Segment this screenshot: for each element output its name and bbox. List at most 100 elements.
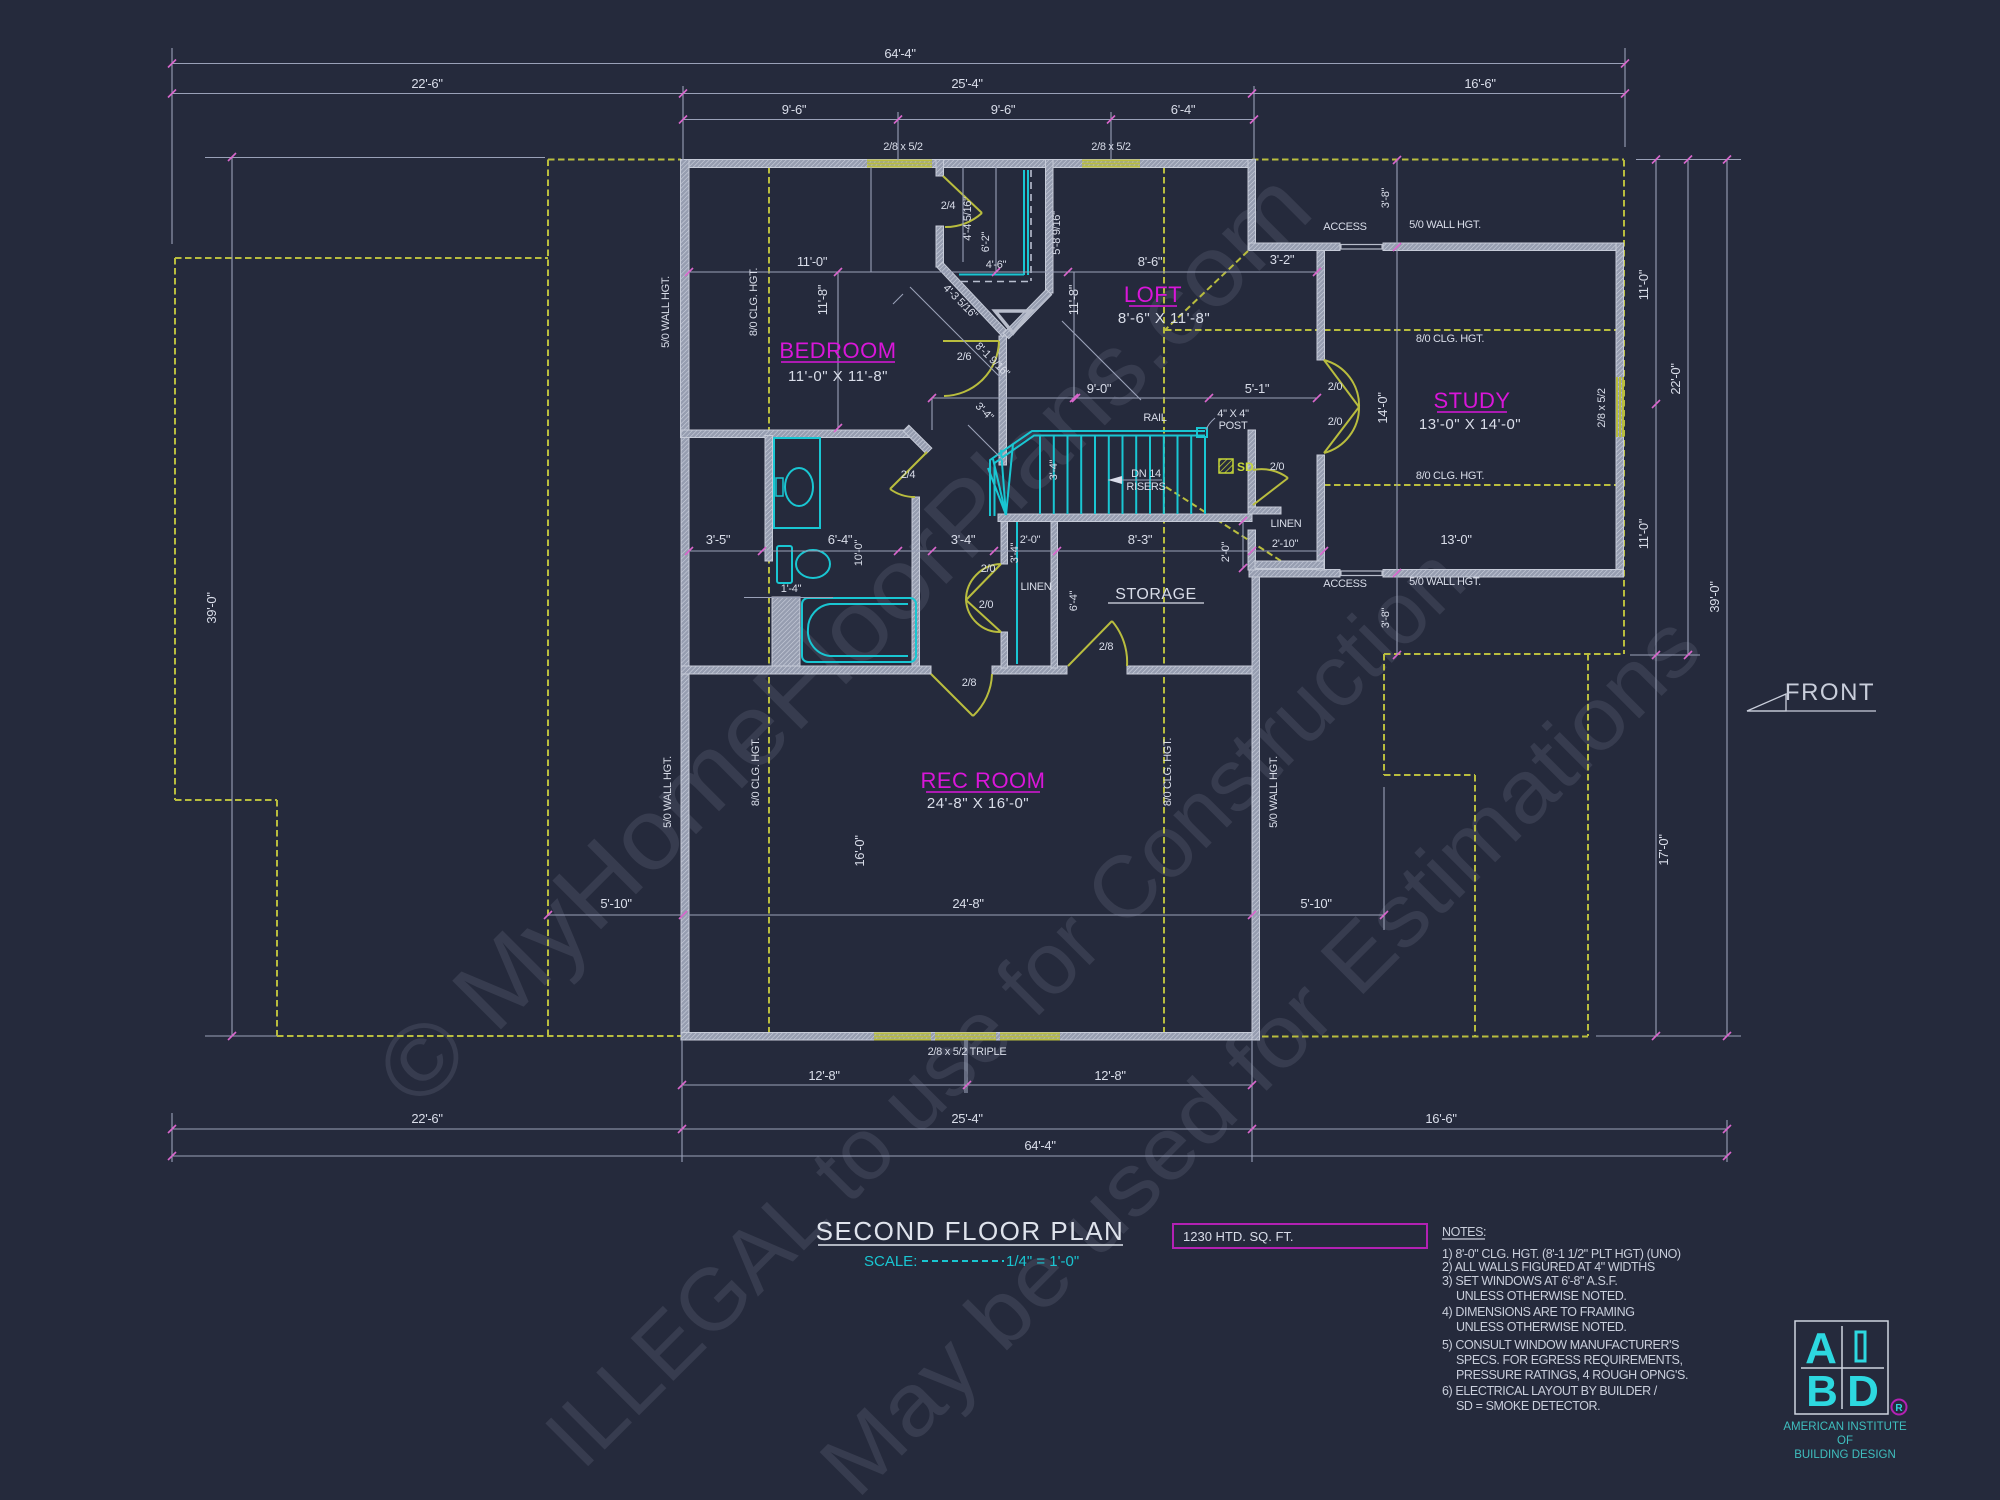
svg-text:6'-4": 6'-4" [1171,102,1196,117]
svg-text:OF: OF [1837,1435,1853,1447]
svg-text:11'-0": 11'-0" [1636,269,1651,300]
svg-text:24'-8" X 16'-0": 24'-8" X 16'-0" [927,795,1029,812]
svg-text:LOFT: LOFT [1124,282,1182,307]
svg-text:4) DIMENSIONS ARE TO FRAMING: 4) DIMENSIONS ARE TO FRAMING [1442,1305,1635,1319]
svg-text:13'-0" X 14'-0": 13'-0" X 14'-0" [1419,416,1521,433]
svg-text:FRONT: FRONT [1785,679,1875,706]
svg-text:8/0 CLG. HGT.: 8/0 CLG. HGT. [750,738,762,806]
svg-text:5'-8 9/16": 5'-8 9/16" [1051,211,1063,255]
svg-text:6'-4": 6'-4" [828,532,853,547]
svg-text:2/8: 2/8 [1099,641,1114,653]
svg-text:8/0 CLG. HGT.: 8/0 CLG. HGT. [1416,333,1484,345]
svg-text:POST: POST [1219,420,1248,432]
svg-text:3'-8": 3'-8" [1380,607,1392,628]
svg-text:64'-4": 64'-4" [884,46,916,61]
svg-text:3'-2": 3'-2" [1270,252,1295,267]
svg-text:SPECS. FOR EGRESS REQUIREMENTS: SPECS. FOR EGRESS REQUIREMENTS, [1456,1353,1683,1367]
svg-text:5'-10": 5'-10" [1300,896,1332,911]
svg-text:3'-4": 3'-4" [1009,542,1021,563]
svg-text:64'-4": 64'-4" [1024,1138,1056,1153]
svg-text:BUILDING DESIGN: BUILDING DESIGN [1794,1449,1896,1461]
svg-text:5'-10": 5'-10" [600,896,632,911]
svg-text:AMERICAN INSTITUTE: AMERICAN INSTITUTE [1783,1421,1907,1433]
svg-text:12'-8": 12'-8" [1094,1068,1126,1083]
svg-text:8/0 CLG. HGT.: 8/0 CLG. HGT. [748,268,760,336]
svg-text:1'-4": 1'-4" [781,583,802,595]
svg-text:BEDROOM: BEDROOM [779,338,896,363]
svg-text:6) ELECTRICAL LAYOUT BY BUILDE: 6) ELECTRICAL LAYOUT BY BUILDER / [1442,1384,1658,1398]
svg-text:4'-6": 4'-6" [986,259,1007,271]
svg-text:10'-0": 10'-0" [853,540,865,567]
svg-text:8'-3": 8'-3" [1128,532,1153,547]
svg-text:6'-4": 6'-4" [1068,590,1080,611]
svg-text:A: A [1805,1324,1837,1373]
svg-text:R: R [1895,1403,1903,1414]
svg-text:13'-0": 13'-0" [1440,532,1472,547]
svg-text:25'-4": 25'-4" [951,1111,983,1126]
svg-text:2/8 x 5/2: 2/8 x 5/2 [883,141,923,153]
svg-text:12'-8": 12'-8" [808,1068,840,1083]
svg-text:2) ALL WALLS FIGURED AT 4" WI: 2) ALL WALLS FIGURED AT 4" WIDTHS [1442,1260,1655,1274]
svg-text:RAIL: RAIL [1143,412,1166,424]
svg-text:1/4" = 1'-0": 1/4" = 1'-0" [1006,1253,1079,1270]
svg-text:14'-0": 14'-0" [1375,392,1390,424]
svg-text:2/0: 2/0 [1328,381,1343,393]
svg-text:STUDY: STUDY [1433,388,1510,413]
svg-text:6'-2": 6'-2" [980,231,992,252]
svg-text:5/0 WALL HGT.: 5/0 WALL HGT. [660,276,672,348]
svg-text:3'-4": 3'-4" [951,532,976,547]
svg-text:PRESSURE RATINGS, 4 ROUGH OPNG: PRESSURE RATINGS, 4 ROUGH OPNG'S. [1456,1368,1688,1382]
svg-text:2/6: 2/6 [957,351,972,363]
svg-text:39'-0": 39'-0" [204,592,219,624]
svg-text:11'-0" X 11'-8": 11'-0" X 11'-8" [788,368,888,385]
svg-text:8/0 CLG. HGT.: 8/0 CLG. HGT. [1162,738,1174,806]
svg-text:2'-0": 2'-0" [1220,541,1232,562]
svg-text:5'-1": 5'-1" [1245,381,1270,396]
svg-text:25'-4": 25'-4" [951,76,983,91]
svg-text:2/0: 2/0 [1328,416,1343,428]
svg-text:22'-0": 22'-0" [1668,363,1683,395]
svg-text:2/4: 2/4 [941,200,956,212]
svg-text:8/0 CLG. HGT.: 8/0 CLG. HGT. [1416,470,1484,482]
svg-text:B: B [1806,1367,1838,1416]
svg-text:9'-6": 9'-6" [991,102,1016,117]
svg-text:UNLESS OTHERWISE NOTED.: UNLESS OTHERWISE NOTED. [1456,1320,1626,1334]
svg-text:NOTES:: NOTES: [1442,1225,1486,1239]
svg-text:2/8 x 5/2 TRIPLE: 2/8 x 5/2 TRIPLE [928,1046,1007,1058]
svg-text:2/0: 2/0 [979,599,994,611]
svg-text:5/0 WALL HGT.: 5/0 WALL HGT. [1409,576,1481,588]
svg-text:2/8 x 5/2: 2/8 x 5/2 [1091,141,1131,153]
svg-text:SD = SMOKE DETECTOR.: SD = SMOKE DETECTOR. [1456,1399,1600,1413]
svg-text:16'-6": 16'-6" [1464,76,1496,91]
svg-text:5/0 WALL HGT.: 5/0 WALL HGT. [1409,219,1481,231]
svg-text:STORAGE: STORAGE [1115,586,1196,603]
svg-text:5) CONSULT WINDOW MANUFACTURER: 5) CONSULT WINDOW MANUFACTURER'S [1442,1338,1679,1352]
svg-text:2/0: 2/0 [981,563,996,575]
svg-text:5/0 WALL HGT.: 5/0 WALL HGT. [1268,756,1280,828]
svg-text:5/0 WALL HGT.: 5/0 WALL HGT. [662,756,674,828]
svg-text:ACCESS: ACCESS [1323,221,1366,233]
svg-text:9'-6": 9'-6" [782,102,807,117]
svg-text:11'-0": 11'-0" [797,254,828,269]
svg-text:UNLESS OTHERWISE NOTED.: UNLESS OTHERWISE NOTED. [1456,1289,1626,1303]
svg-text:DN 14: DN 14 [1131,468,1161,480]
svg-text:SD: SD [1237,460,1254,474]
svg-text:3'-4": 3'-4" [1048,459,1060,480]
svg-text:SCALE:: SCALE: [864,1253,917,1270]
svg-text:22'-6": 22'-6" [411,76,443,91]
svg-text:11'-0": 11'-0" [1636,518,1651,549]
svg-text:3'-5": 3'-5" [706,532,731,547]
svg-text:2/8: 2/8 [962,677,977,689]
svg-text:LINEN: LINEN [1021,581,1052,593]
svg-text:8'-6": 8'-6" [1138,254,1163,269]
svg-text:2'-0": 2'-0" [1020,534,1041,546]
svg-text:9'-0": 9'-0" [1087,381,1112,396]
svg-text:3'-8": 3'-8" [1380,187,1392,208]
svg-text:2/8 x 5/2: 2/8 x 5/2 [1596,388,1608,428]
svg-text:1) 8'-0" CLG. HGT. (8'-1 1/2": 1) 8'-0" CLG. HGT. (8'-1 1/2" PLT HGT) (… [1442,1247,1681,1261]
svg-text:2/4: 2/4 [901,469,916,481]
svg-text:REC ROOM: REC ROOM [921,768,1046,793]
svg-text:4'-4 5/16": 4'-4 5/16" [962,197,974,241]
svg-text:4" X 4": 4" X 4" [1217,408,1249,420]
svg-text:39'-0": 39'-0" [1707,581,1722,613]
